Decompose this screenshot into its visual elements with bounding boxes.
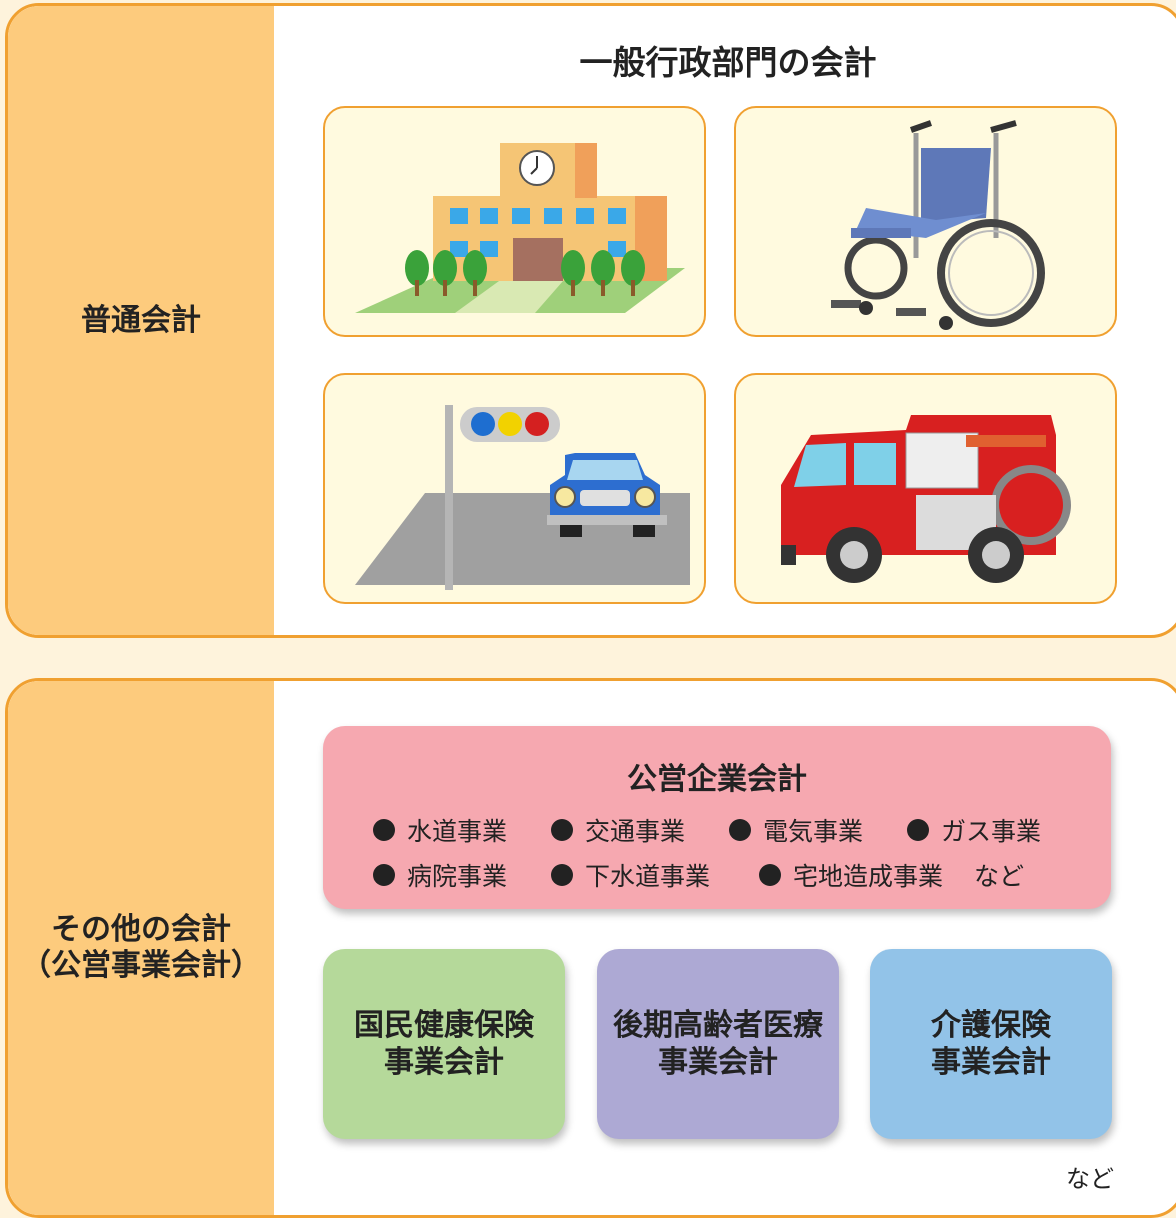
business-name: 交通事業: [585, 817, 686, 846]
bullet-icon: [551, 864, 573, 886]
box-title-line2: 事業会計: [931, 1045, 1051, 1080]
national-health-insurance-box: 国民健康保険 事業会計: [323, 949, 565, 1139]
general-account-label-text: 普通会計: [81, 302, 201, 338]
business-list-row-2: 病院事業 下水道事業 宅地造成事業 など: [373, 857, 1024, 893]
other-account-label-line2: （公営事業会計）: [21, 948, 261, 983]
business-name: ガス事業: [941, 817, 1042, 846]
list-item: 電気事業: [729, 812, 907, 848]
other-account-panel: その他の会計 （公営事業会計） 公営企業会計 水道事業 交通事業 電気事業 ガス…: [5, 678, 1176, 1218]
business-name: 宅地造成事業: [793, 862, 944, 891]
list-item: 下水道事業: [551, 857, 759, 893]
business-name: 病院事業: [407, 862, 508, 891]
other-account-label-line1: その他の会計: [51, 912, 231, 947]
nursing-care-insurance-box: 介護保険 事業会計: [870, 949, 1112, 1139]
wheelchair-illustration: [734, 106, 1117, 337]
list-item: 宅地造成事業: [759, 857, 974, 893]
box-title-line1: 介護保険: [931, 1007, 1051, 1043]
business-name: 下水道事業: [585, 862, 711, 891]
business-list-row-1: 水道事業 交通事業 電気事業 ガス事業: [373, 812, 1085, 848]
etc-text-bottom: など: [1066, 1165, 1114, 1193]
general-account-panel: 普通会計 一般行政部門の会計: [5, 3, 1176, 638]
traffic-light-car-illustration: [323, 373, 706, 604]
list-item: 水道事業: [373, 812, 551, 848]
bullet-icon: [551, 819, 573, 841]
bullet-icon: [373, 819, 395, 841]
late-elderly-medical-box: 後期高齢者医療 事業会計: [597, 949, 839, 1139]
etc-text: など: [974, 862, 1025, 891]
business-name: 水道事業: [407, 817, 508, 846]
list-item: 交通事業: [551, 812, 729, 848]
school-illustration: [323, 106, 706, 337]
other-account-label: その他の会計 （公営事業会計）: [8, 681, 274, 1215]
box-title-line1: 後期高齢者医療: [613, 1007, 823, 1043]
box-title-line2: 事業会計: [384, 1045, 504, 1080]
public-enterprise-box: 公営企業会計 水道事業 交通事業 電気事業 ガス事業 病院事業 下水道事業 宅地…: [323, 726, 1111, 909]
public-enterprise-title: 公営企業会計: [627, 762, 807, 797]
list-item: 病院事業: [373, 857, 551, 893]
bullet-icon: [373, 864, 395, 886]
general-admin-title: 一般行政部門の会計: [579, 43, 877, 82]
bullet-icon: [907, 819, 929, 841]
box-title-line2: 事業会計: [658, 1045, 778, 1080]
list-item: ガス事業: [907, 812, 1085, 848]
box-title-line1: 国民健康保険: [354, 1007, 534, 1043]
general-account-label: 普通会計: [8, 6, 274, 635]
fire-truck-illustration: [734, 373, 1117, 604]
bullet-icon: [759, 864, 781, 886]
bullet-icon: [729, 819, 751, 841]
business-name: 電気事業: [763, 817, 864, 846]
